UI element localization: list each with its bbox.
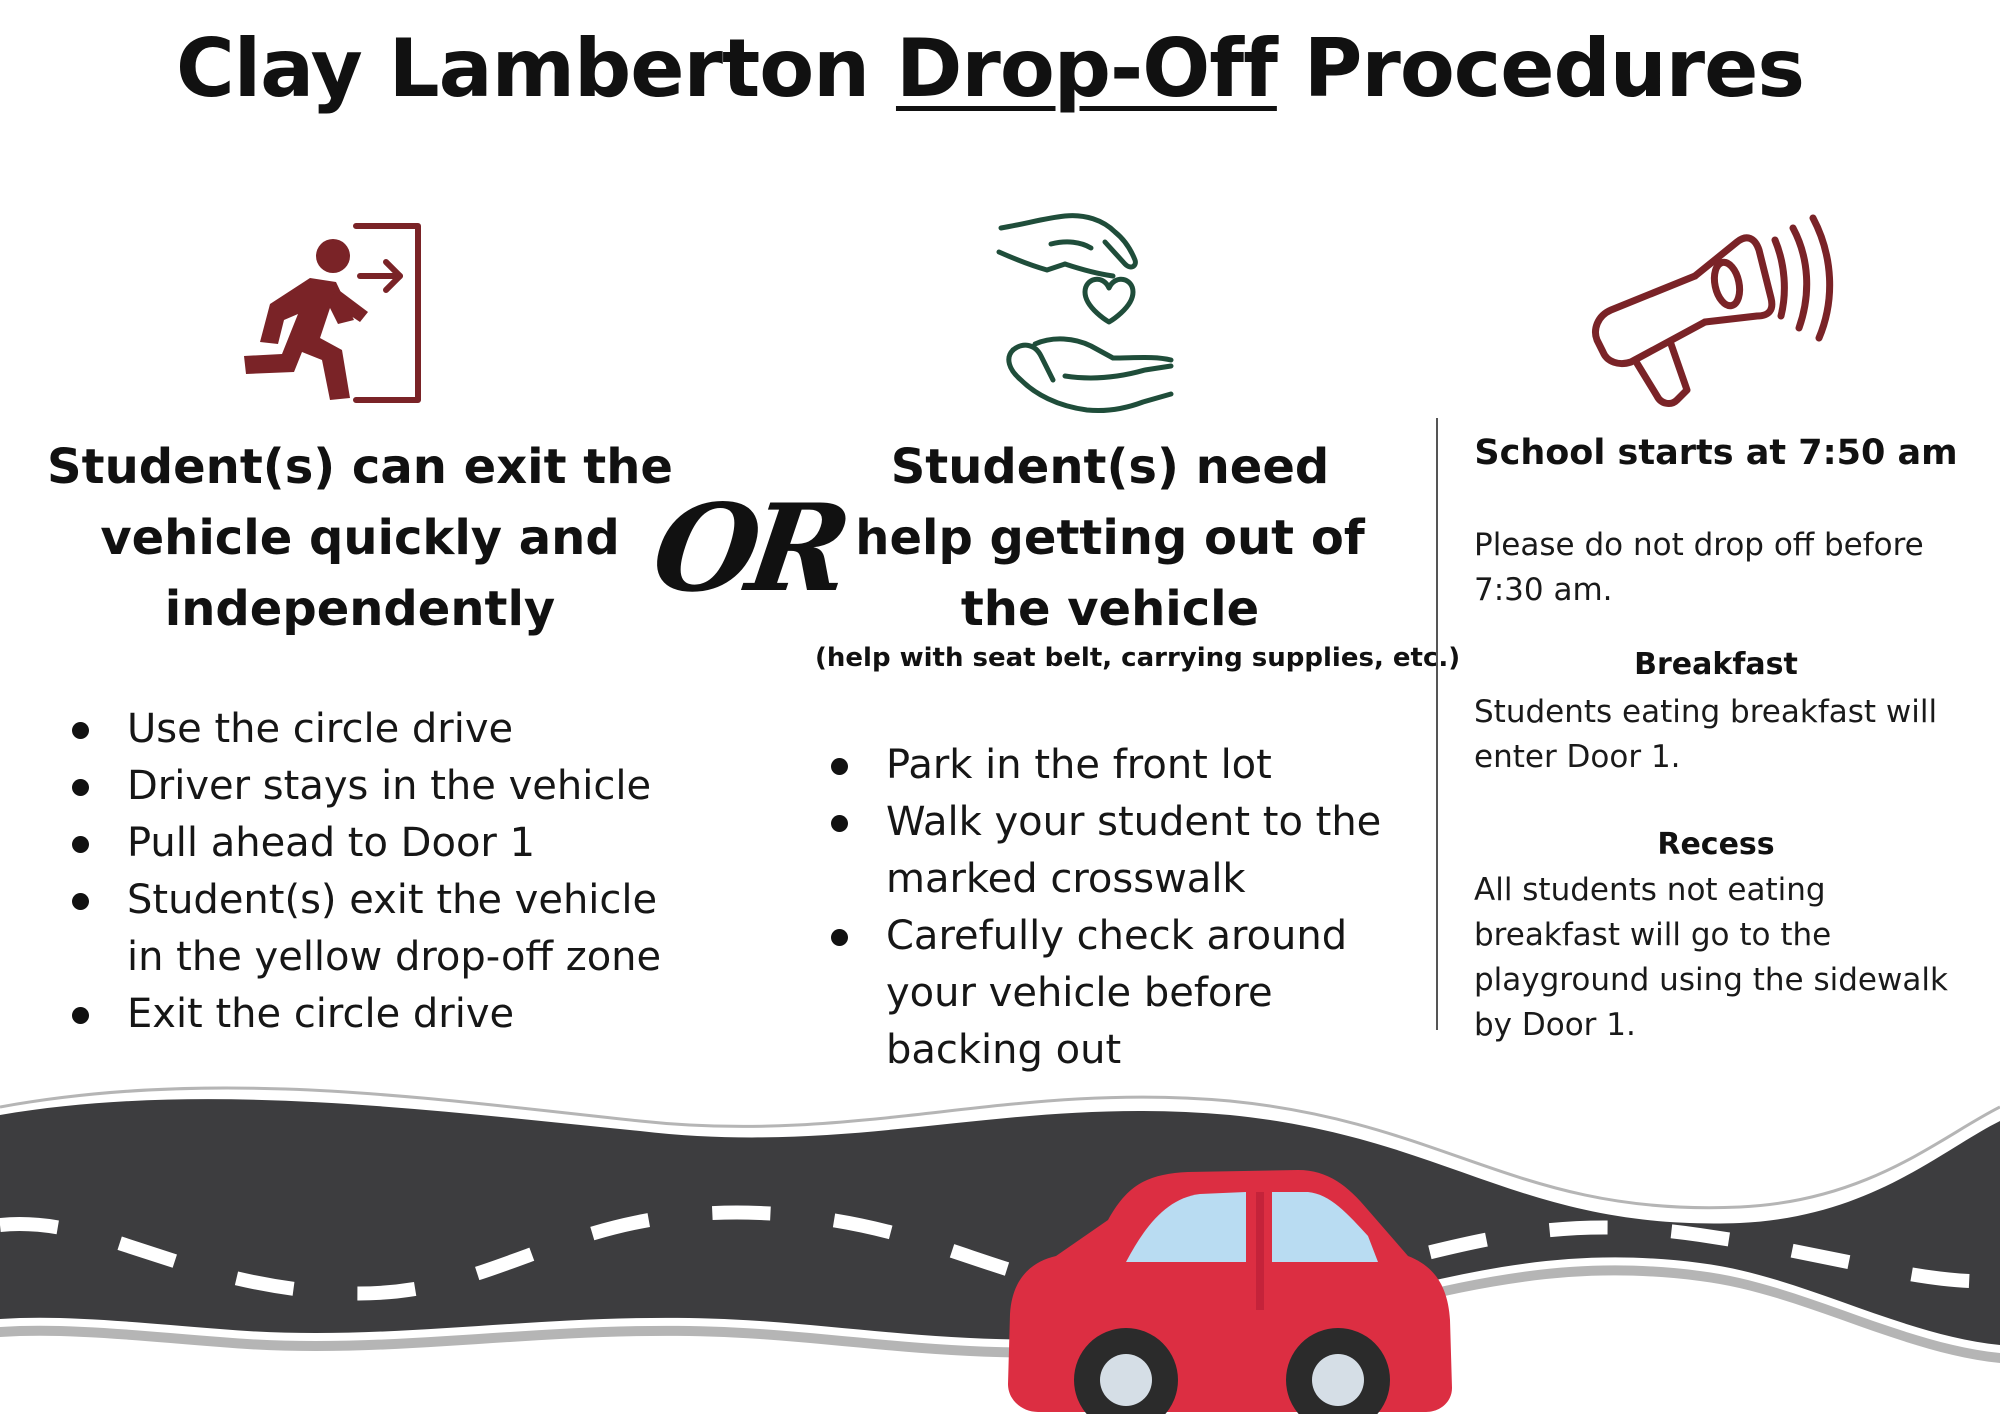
- page-title: Clay Lamberton Drop-Off Procedures: [0, 22, 1980, 115]
- list-item: Park in the front lot: [831, 737, 1421, 794]
- middle-heading: Student(s) need help getting out of the …: [855, 439, 1365, 637]
- list-item: Carefully check around your vehicle befo…: [831, 908, 1421, 1079]
- list-item: Pull ahead to Door 1: [72, 815, 682, 872]
- megaphone-icon: [1592, 214, 1834, 407]
- list-item: Driver stays in the vehicle: [72, 758, 682, 815]
- road-icon: [0, 1086, 2000, 1414]
- list-item: Student(s) exit the vehicle in the yello…: [72, 872, 682, 986]
- recess-text: All students not eating breakfast will g…: [1474, 872, 1948, 1043]
- title-underlined: Drop-Off: [895, 22, 1278, 115]
- column-divider: [1436, 418, 1438, 1030]
- emergency-exit-icon: [244, 223, 421, 403]
- list-item: Walk your student to the marked crosswal…: [831, 794, 1421, 908]
- left-heading: Student(s) can exit the vehicle quickly …: [47, 439, 673, 637]
- list-item: Exit the circle drive: [72, 986, 682, 1043]
- or-label: OR: [645, 478, 850, 619]
- recess-title: Recess: [1657, 827, 1775, 862]
- car-icon: [1008, 1170, 1452, 1414]
- middle-list: Park in the front lot Walk your student …: [831, 737, 1421, 1079]
- list-item: Use the circle drive: [72, 701, 682, 758]
- middle-note: (help with seat belt, carrying supplies,…: [815, 643, 1461, 673]
- breakfast-title: Breakfast: [1634, 647, 1798, 682]
- title-prefix: Clay Lamberton: [176, 22, 896, 115]
- school-start-heading: School starts at 7:50 am: [1474, 433, 1958, 473]
- title-suffix: Procedures: [1276, 22, 1805, 115]
- left-list: Use the circle drive Driver stays in the…: [72, 701, 682, 1043]
- hands-heart-icon: [996, 213, 1174, 413]
- dropoff-time-note: Please do not drop off before 7:30 am.: [1474, 527, 1924, 608]
- breakfast-text: Students eating breakfast will enter Doo…: [1474, 694, 1938, 775]
